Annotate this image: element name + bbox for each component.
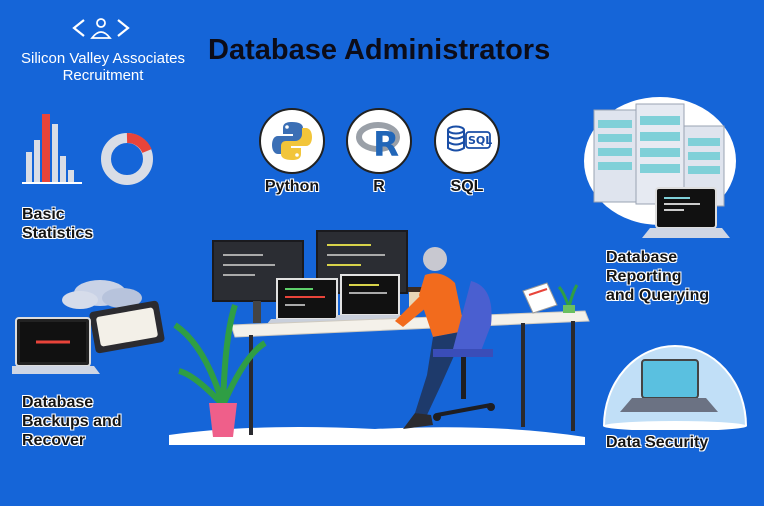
cloud-icon — [62, 280, 142, 309]
feature-label-line: and Querying — [606, 287, 710, 304]
laptop-icon — [12, 317, 100, 374]
small-plant-icon — [557, 284, 579, 313]
brand-line-2: Recruitment — [62, 67, 144, 84]
brand-line-1: Silicon Valley Associates — [21, 50, 185, 67]
bar-chart-icon — [22, 110, 84, 186]
lang-label-sql: SQL — [450, 178, 484, 195]
laptop-icon — [642, 187, 730, 238]
brand-name: Silicon Valley Associates Recruitment — [6, 50, 200, 84]
security-dome-illustration — [603, 345, 747, 430]
laptop-icon — [620, 359, 718, 412]
lang-label-python: Python — [264, 178, 320, 195]
feature-label-reporting: Database Reporting and Querying — [606, 248, 709, 305]
feature-label-backups: Database Backups and Recover — [22, 393, 122, 450]
plant-icon — [173, 304, 267, 437]
donut-chart-icon — [101, 133, 153, 185]
server-icon — [593, 109, 637, 203]
svg-text:R: R — [373, 125, 399, 165]
feature-label-line: Backups and — [22, 413, 122, 430]
feature-label-line: Reporting — [606, 268, 682, 285]
feature-label-line: Basic — [22, 206, 65, 223]
page-title: Database Administrators — [208, 34, 551, 66]
lang-label-r: R — [373, 178, 385, 195]
python-icon — [259, 108, 325, 174]
sql-badge-text: SQL — [468, 134, 492, 147]
calendar-icon — [522, 282, 558, 314]
cloud-backup-illustration — [12, 280, 165, 374]
feature-label-statistics: Basic Statistics — [22, 205, 93, 243]
server-rack-illustration — [584, 97, 736, 238]
feature-label-line: Statistics — [22, 225, 94, 242]
feature-label-line: Database — [606, 249, 678, 266]
r-icon: R — [346, 108, 412, 174]
feature-label-line: Database — [22, 394, 94, 411]
feature-label-line: Recover — [22, 432, 86, 449]
workstation-illustration — [169, 230, 590, 445]
logo-icon — [72, 18, 130, 39]
chair-icon — [433, 281, 495, 421]
sql-icon: SQL — [434, 108, 500, 174]
feature-label-security: Data Security — [606, 434, 709, 451]
hard-drive-icon — [89, 300, 165, 354]
